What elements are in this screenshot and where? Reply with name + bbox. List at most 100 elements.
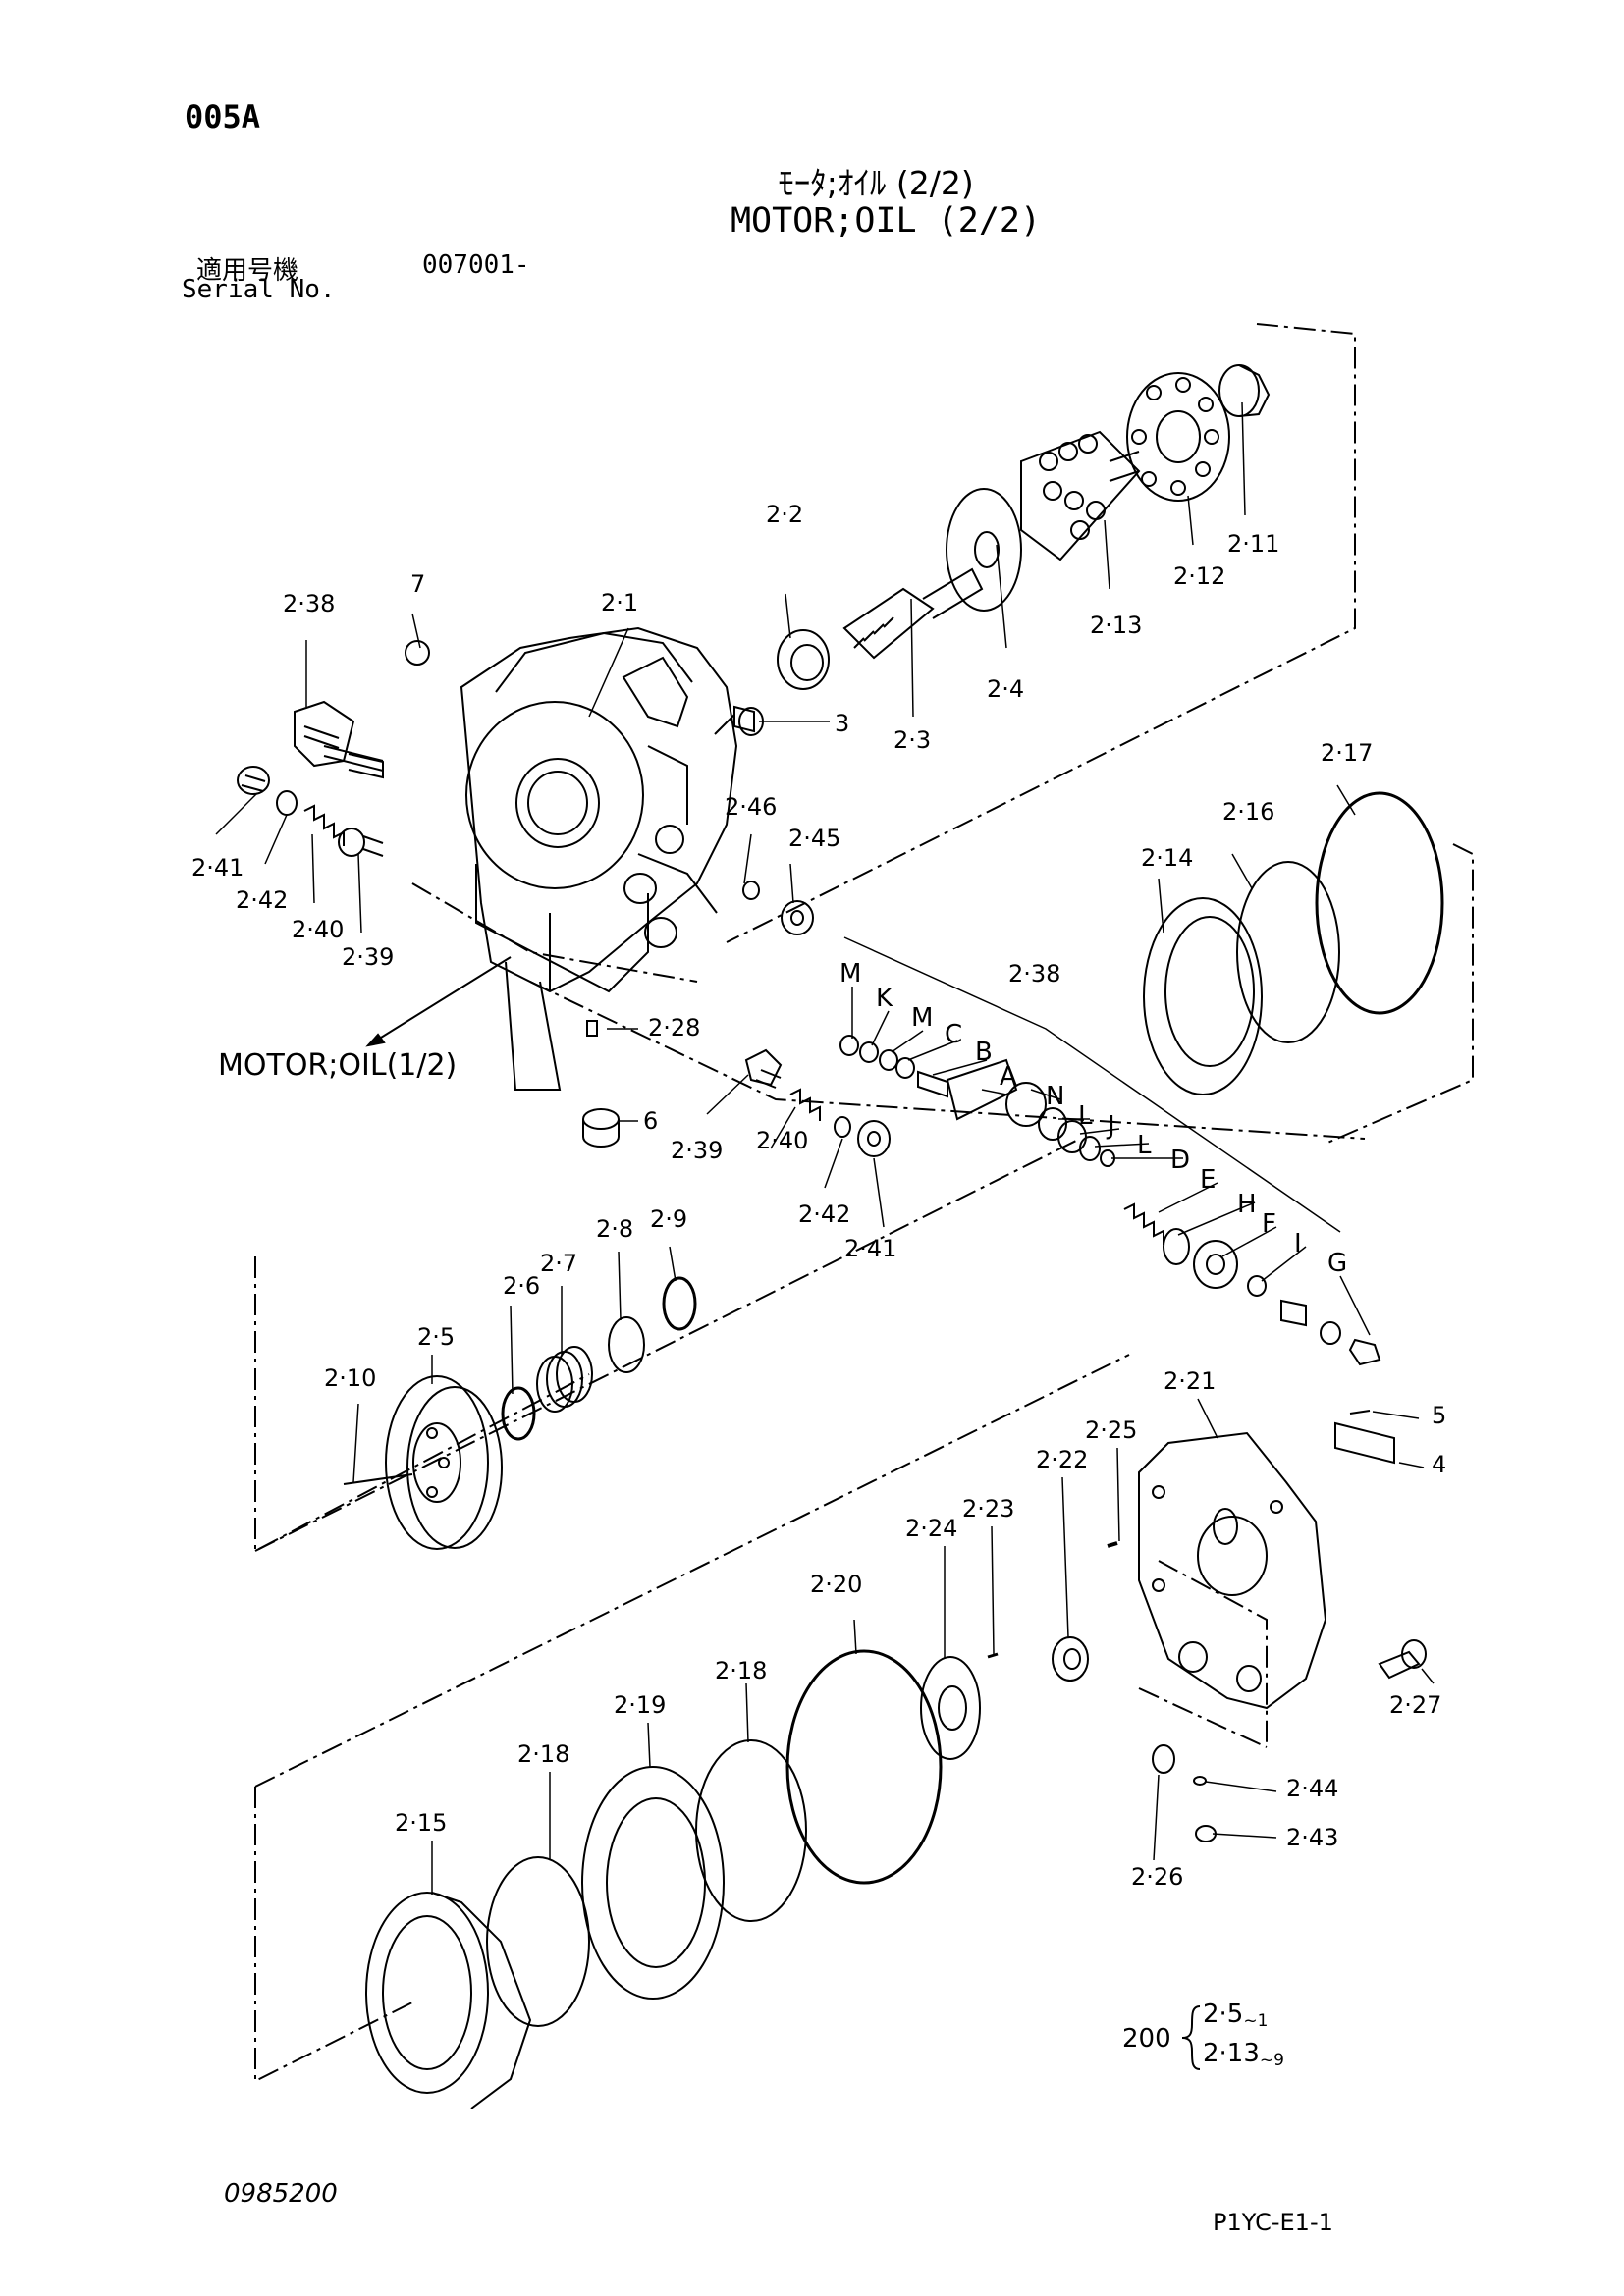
callout-label: 2·43 bbox=[1286, 1824, 1338, 1851]
callout-label: 2·39 bbox=[671, 1137, 723, 1164]
callout-label: 2·13 bbox=[1090, 612, 1142, 639]
gear-2-5 bbox=[385, 1375, 503, 1550]
spring-2-40-lower bbox=[789, 1088, 821, 1121]
callout-label: 2·17 bbox=[1321, 739, 1373, 767]
page-title-english: MOTOR;OIL (2/2) bbox=[730, 201, 1042, 240]
letter-label: C bbox=[945, 1020, 962, 1049]
letter-label: M bbox=[839, 959, 861, 988]
backup-ring-2-18-lower bbox=[486, 1856, 590, 2027]
callout-label: 2·19 bbox=[614, 1691, 666, 1719]
o-ring-2-42-lower bbox=[834, 1116, 851, 1138]
page-title-japanese: ﾓｰﾀ;ｵｲﾙ (2/2) bbox=[778, 164, 974, 202]
callout-label: 2·2 bbox=[766, 501, 803, 528]
serial-number: 007001- bbox=[422, 250, 530, 280]
spring-2-40 bbox=[303, 804, 345, 846]
group-note: 200 2·5~1 2·13~9 bbox=[1122, 2000, 1284, 2070]
bearing-2-2 bbox=[777, 629, 830, 690]
serial-label-english: Serial No. bbox=[182, 275, 336, 304]
assembly-frame bbox=[254, 323, 1474, 2083]
serial-label-japanese: 適用号機 bbox=[196, 256, 299, 286]
brake-piston-2-15 bbox=[365, 1892, 532, 2109]
callout-label: 2·11 bbox=[1227, 530, 1279, 558]
piston-set-2-13 bbox=[1020, 430, 1141, 561]
letter-label: B bbox=[975, 1038, 993, 1067]
pin-2-25 bbox=[1107, 1541, 1118, 1548]
name-plate-4 bbox=[1334, 1421, 1395, 1465]
callout-label: 2·26 bbox=[1131, 1863, 1183, 1891]
callout-label: 2·38 bbox=[1008, 960, 1060, 988]
group-item-2: 2·13~9 bbox=[1203, 2039, 1284, 2070]
plug-2-41 bbox=[237, 766, 270, 795]
rivet-5 bbox=[1349, 1410, 1371, 1415]
callout-label: 2·40 bbox=[292, 916, 344, 943]
callout-label: 5 bbox=[1432, 1402, 1446, 1429]
letter-leaders bbox=[851, 987, 1371, 1336]
reference-arrow bbox=[365, 956, 512, 1047]
callout-label: 2·7 bbox=[540, 1250, 577, 1277]
poppet-2-39-lower bbox=[744, 1048, 783, 1089]
snap-ring-2-9 bbox=[662, 1276, 697, 1331]
callout-label: 2·16 bbox=[1222, 798, 1274, 826]
screw-3 bbox=[714, 705, 764, 736]
group-brace bbox=[1181, 2005, 1201, 2070]
pin-2-23 bbox=[987, 1652, 999, 1659]
callout-label: 2·46 bbox=[725, 793, 777, 821]
callout-label: 2·24 bbox=[905, 1515, 957, 1542]
motor-housing-2-1 bbox=[460, 626, 738, 1091]
pin-2-10 bbox=[343, 1473, 413, 1485]
callout-label: 2·42 bbox=[798, 1201, 850, 1228]
page-code: 005A bbox=[185, 98, 261, 135]
callout-label: 2·39 bbox=[342, 943, 394, 971]
callout-label: 2·3 bbox=[893, 726, 931, 754]
o-ring-2-46 bbox=[742, 881, 760, 900]
sheet-code: P1YC-E1-1 bbox=[1213, 2209, 1333, 2236]
poppet-2-39 bbox=[338, 828, 384, 857]
o-ring-2-44 bbox=[1193, 1776, 1207, 1786]
letter-label: L bbox=[1137, 1131, 1152, 1160]
callout-label: 2·45 bbox=[788, 825, 840, 852]
letter-label: L bbox=[1078, 1101, 1093, 1131]
letter-label: A bbox=[1000, 1062, 1017, 1092]
cylinder-block-2-12 bbox=[1126, 372, 1230, 502]
callout-label: 2·23 bbox=[962, 1495, 1014, 1522]
o-ring-2-16 bbox=[1236, 861, 1340, 1043]
letter-label: N bbox=[1046, 1082, 1064, 1111]
valve-stack bbox=[839, 1035, 1381, 1366]
snap-ring-2-6 bbox=[501, 1386, 536, 1441]
callout-label: 2·6 bbox=[503, 1272, 540, 1300]
callout-label: 2·9 bbox=[650, 1205, 687, 1233]
spring-2-7 bbox=[536, 1346, 593, 1413]
screw-2-27 bbox=[1378, 1639, 1427, 1680]
callout-label: 2·27 bbox=[1389, 1691, 1441, 1719]
plate-2-4 bbox=[946, 488, 1022, 612]
letter-label: G bbox=[1327, 1249, 1347, 1278]
callout-label: 2·28 bbox=[648, 1014, 700, 1041]
plug-7 bbox=[405, 640, 430, 666]
callout-label: 2·41 bbox=[191, 854, 244, 881]
letter-label: F bbox=[1262, 1209, 1276, 1239]
plug-2-41-lower bbox=[857, 1120, 891, 1157]
callout-label: 2·40 bbox=[756, 1127, 808, 1154]
callout-label: 2·44 bbox=[1286, 1775, 1338, 1802]
callout-label: 2·12 bbox=[1173, 562, 1225, 590]
shaft-2-3 bbox=[842, 567, 984, 660]
o-ring-2-17 bbox=[1315, 791, 1444, 1015]
callout-label: 2·15 bbox=[395, 1809, 447, 1837]
valve-plate-2-24 bbox=[920, 1656, 981, 1760]
callout-label: 4 bbox=[1432, 1451, 1446, 1478]
group-number: 200 bbox=[1122, 2024, 1171, 2054]
letter-label: K bbox=[876, 984, 893, 1013]
callout-label: 3 bbox=[835, 710, 849, 737]
callout-label: 2·25 bbox=[1085, 1416, 1137, 1444]
callout-label: 2·21 bbox=[1164, 1367, 1216, 1395]
callout-label: 2·1 bbox=[601, 589, 638, 616]
callout-label: 2·4 bbox=[987, 675, 1024, 703]
spherical-bushing-2-11 bbox=[1218, 364, 1271, 417]
letter-label: H bbox=[1237, 1190, 1257, 1219]
o-ring-2-26 bbox=[1152, 1744, 1175, 1774]
letter-label: M bbox=[911, 1003, 933, 1033]
callout-label: 2·8 bbox=[596, 1215, 633, 1243]
